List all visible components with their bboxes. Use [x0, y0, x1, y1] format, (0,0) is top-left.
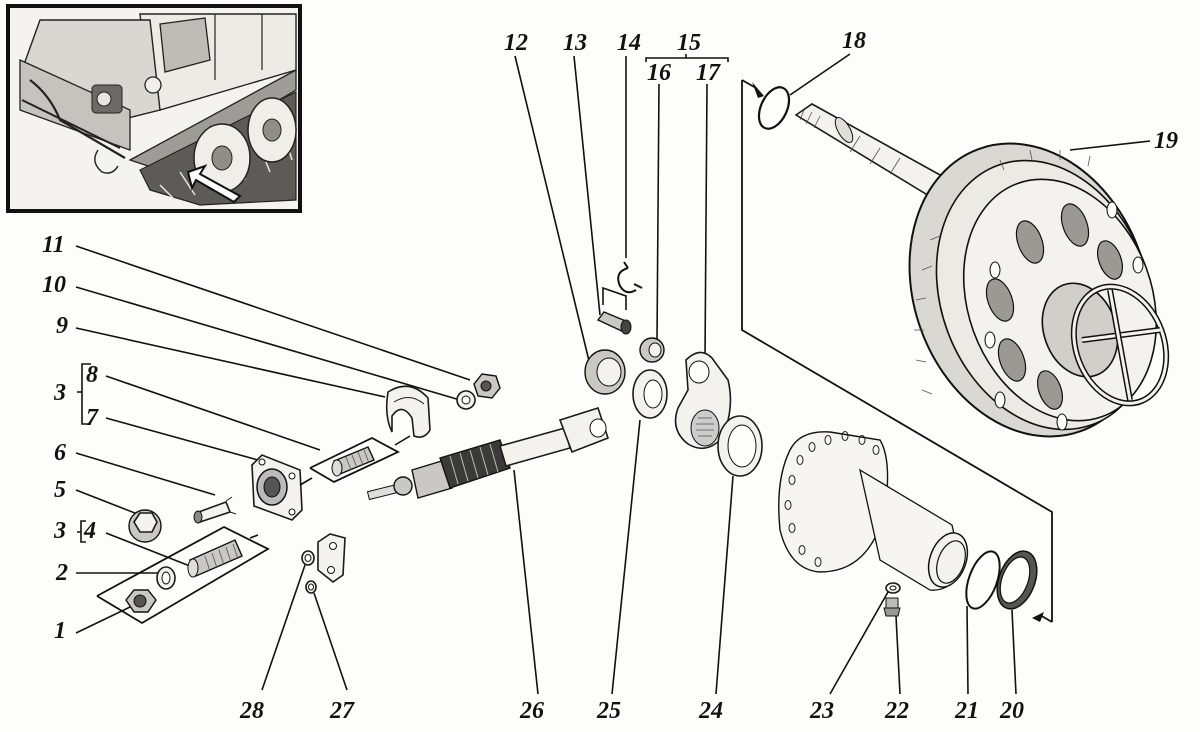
- part-16-bushing: [639, 337, 665, 363]
- part-17-lever: [674, 351, 732, 450]
- part-hub-housing: [778, 431, 969, 591]
- part-28-washer: [301, 550, 315, 566]
- label-9: 9: [56, 313, 68, 339]
- label-14: 14: [617, 30, 641, 56]
- label-13: 13: [563, 30, 587, 56]
- assembly-frame: [741, 80, 1053, 622]
- label-7: 7: [86, 405, 99, 431]
- label-6: 6: [54, 440, 66, 466]
- part-13-bushing: [596, 311, 632, 335]
- part-24-shim-washer: [717, 415, 763, 477]
- callout-24: 24: [698, 475, 734, 724]
- part-27-washer: [305, 580, 317, 594]
- callout-9: 9: [56, 313, 386, 398]
- part-10-spring-washer: [456, 390, 476, 410]
- label-18: 18: [842, 28, 866, 54]
- label-19: 19: [1154, 128, 1178, 154]
- label-28: 28: [239, 698, 264, 724]
- callout-28: 28: [239, 564, 306, 724]
- label-22: 22: [884, 698, 909, 724]
- assembly-arrow-top-icon: [752, 82, 764, 98]
- part-4-stud: [187, 539, 243, 578]
- part-9-bracket-clamp: [385, 385, 431, 438]
- callout-13: 13: [563, 30, 601, 316]
- label-5: 5: [54, 477, 66, 503]
- label-8: 8: [86, 362, 98, 388]
- part-plate: [317, 533, 346, 583]
- part-26-adjusting-rod: [366, 407, 609, 501]
- label-4: 4: [83, 518, 96, 544]
- part-2-spring-washer: [156, 566, 176, 590]
- part-23-gasket: [885, 582, 901, 594]
- part-18-o-ring: [757, 86, 791, 130]
- part-12-slotted-nut: [584, 349, 626, 395]
- label-3-lower: 3: [53, 518, 66, 544]
- label-17: 17: [696, 60, 721, 86]
- callout-14: 14: [617, 30, 641, 258]
- callout-group-15: 15 16 17: [645, 30, 729, 359]
- assembly-arrow-bottom-icon: [1032, 612, 1044, 622]
- label-20: 20: [999, 698, 1024, 724]
- part-1-hex-nut: [125, 589, 157, 613]
- part-25-lock-washer: [632, 369, 668, 419]
- part-6-split-pin: [193, 496, 237, 524]
- callout-group-3-upper: 3 8 7: [53, 362, 321, 461]
- callout-18: 18: [789, 28, 866, 96]
- part-14-retaining-clip: [617, 261, 643, 294]
- label-16: 16: [647, 60, 671, 86]
- part-8-stud: [331, 446, 375, 477]
- label-10: 10: [42, 272, 66, 298]
- part-20-oil-seal: [996, 550, 1038, 610]
- assembly-bracket-13: [602, 286, 627, 310]
- callout-22: 22: [884, 615, 909, 724]
- label-26: 26: [519, 698, 544, 724]
- callout-12: 12: [504, 30, 591, 366]
- callout-25: 25: [596, 419, 641, 724]
- part-11-nut: [473, 373, 501, 399]
- part-19-drive-sprocket: [794, 103, 1170, 438]
- label-2: 2: [55, 560, 68, 586]
- label-24: 24: [698, 698, 723, 724]
- assembly-bracket-1-2-4: [96, 525, 270, 625]
- label-11: 11: [42, 232, 65, 258]
- callout-6: 6: [54, 440, 216, 496]
- callout-19: 19: [1069, 128, 1178, 154]
- part-22-drain-plug: [883, 597, 901, 617]
- callout-26: 26: [513, 469, 544, 724]
- callout-10: 10: [42, 272, 461, 401]
- callout-20: 20: [999, 609, 1024, 724]
- label-25: 25: [596, 698, 621, 724]
- callout-2: 2: [55, 560, 162, 586]
- callout-group-3-lower: 3 4: [53, 518, 201, 571]
- label-12: 12: [504, 30, 528, 56]
- label-27: 27: [329, 698, 355, 724]
- callout-1: 1: [54, 606, 131, 644]
- callout-23: 23: [809, 591, 889, 724]
- callout-21: 21: [954, 605, 979, 724]
- label-23: 23: [809, 698, 834, 724]
- vehicle-location-inset: [6, 4, 302, 213]
- part-7-flange-housing: [251, 454, 303, 521]
- vehicle-illustration: [19, 13, 297, 206]
- label-3-upper: 3: [53, 380, 66, 406]
- label-21: 21: [954, 698, 979, 724]
- assembly-bracket-8: [309, 436, 401, 484]
- label-1: 1: [54, 618, 66, 644]
- callout-5: 5: [54, 477, 141, 516]
- callout-27: 27: [313, 592, 355, 724]
- part-5-flanged-plug: [128, 509, 162, 543]
- label-15: 15: [677, 30, 701, 56]
- part-21-o-ring: [965, 550, 1001, 610]
- callout-11: 11: [42, 232, 471, 381]
- location-arrow-icon: [186, 164, 242, 204]
